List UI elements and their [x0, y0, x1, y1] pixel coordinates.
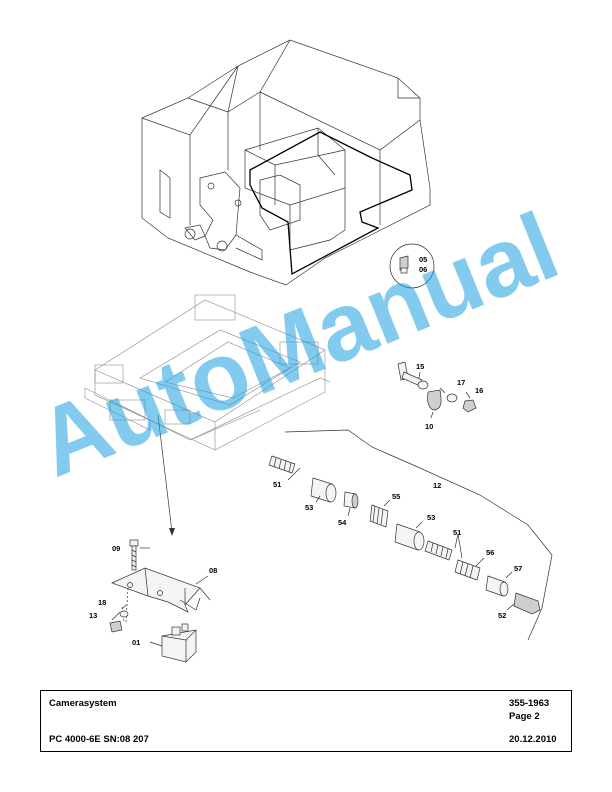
label-53b: 53	[427, 513, 435, 522]
platform-frame	[84, 294, 331, 451]
label-52: 52	[498, 611, 506, 620]
machine-model: PC 4000-6E SN:08 207	[49, 734, 149, 745]
label-16: 16	[475, 386, 483, 395]
label-08: 08	[209, 566, 217, 575]
part-number: 355-1963	[509, 698, 550, 709]
watermark: AutoManual	[23, 192, 572, 497]
camera-bracket	[109, 539, 211, 663]
assembly-arrow	[157, 414, 175, 536]
label-13: 13	[89, 611, 97, 620]
label-15: 15	[416, 362, 424, 371]
label-17: 17	[457, 378, 465, 387]
label-54: 54	[338, 518, 347, 527]
label-55: 55	[392, 492, 400, 501]
label-56: 56	[486, 548, 494, 557]
label-05: 05	[419, 255, 427, 264]
label-12: 12	[433, 481, 441, 490]
drawing-title: Camerasystem	[49, 698, 117, 709]
cab-assembly	[141, 39, 435, 289]
label-51b: 51	[453, 528, 461, 537]
revision-date: 20.12.2010	[509, 734, 557, 745]
page-number: Page 2	[509, 711, 540, 722]
clamp-hardware	[397, 361, 477, 419]
title-block: Camerasystem 355-1963 Page 2 PC 4000-6E …	[40, 690, 572, 752]
label-01: 01	[132, 638, 140, 647]
label-09: 09	[112, 544, 120, 553]
label-18: 18	[98, 598, 106, 607]
label-06: 06	[419, 265, 427, 274]
label-51a: 51	[273, 480, 281, 489]
label-57: 57	[514, 564, 522, 573]
connector-chain	[268, 429, 553, 641]
label-53a: 53	[305, 503, 313, 512]
label-10: 10	[425, 422, 433, 431]
